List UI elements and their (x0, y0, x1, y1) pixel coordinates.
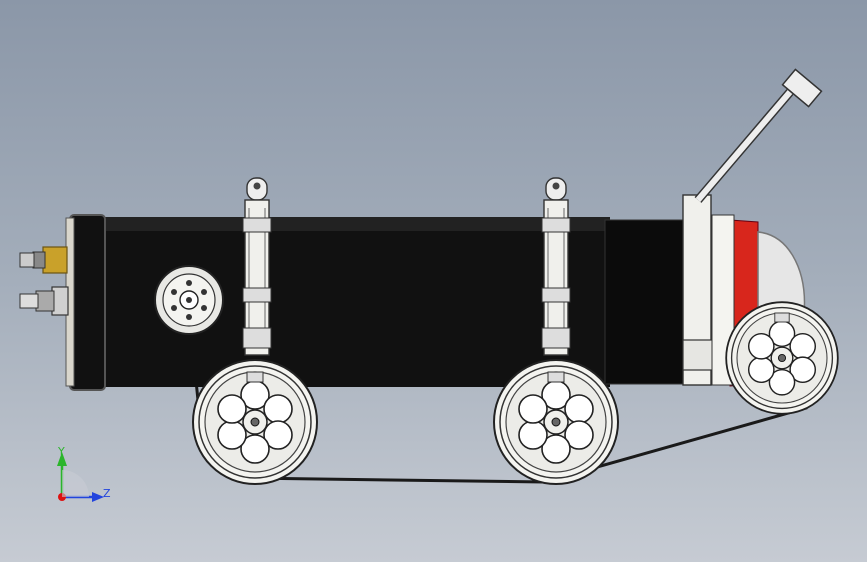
road-wheel-middle[interactable] (493, 359, 619, 485)
connector-lower[interactable] (19, 286, 69, 316)
mount-strap-front[interactable] (541, 177, 571, 356)
idler-wheel-front[interactable] (725, 301, 839, 415)
connector-upper[interactable] (19, 246, 68, 274)
mount-strap-rear[interactable] (242, 177, 272, 356)
axis-triad: Y Z (57, 445, 111, 502)
road-wheel-rear[interactable] (192, 359, 318, 485)
drive-sprocket[interactable] (154, 265, 224, 335)
y-axis-label: Y (57, 445, 65, 458)
z-axis-label: Z (103, 487, 111, 500)
hull[interactable] (65, 214, 686, 391)
crank-handle[interactable] (694, 68, 823, 203)
